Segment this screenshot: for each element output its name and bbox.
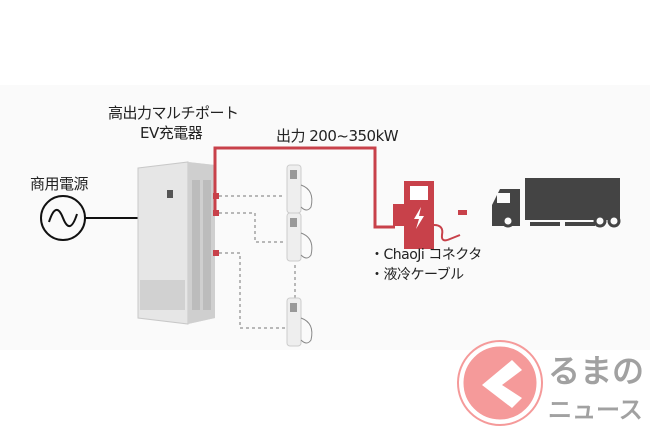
output-label: 出力 200~350kW — [276, 127, 399, 145]
dashed-connections — [219, 195, 296, 329]
chaoji-charger-icon — [393, 181, 467, 249]
dispenser-1 — [286, 164, 313, 214]
dispenser-icons — [286, 164, 313, 347]
logo-text-line1: るまの — [548, 352, 645, 390]
ac-power-source-icon — [40, 195, 138, 241]
truck-icon — [492, 178, 621, 228]
dispenser-2 — [286, 212, 313, 262]
red-power-line — [213, 146, 395, 256]
charger-title-line2: EV充電器 — [140, 124, 203, 142]
logo-text-line2: ニュース — [548, 396, 643, 424]
kurumanonews-logo-icon — [457, 340, 543, 426]
feature-connector: ・ChaoJi コネクタ — [370, 247, 482, 263]
power-source-label: 商用電源 — [30, 175, 89, 193]
charger-cabinet-icon — [137, 161, 215, 325]
charger-title-line1: 高出力マルチポート — [108, 104, 239, 122]
dispenser-3 — [286, 297, 313, 347]
feature-cable: ・液冷ケーブル — [370, 267, 464, 283]
